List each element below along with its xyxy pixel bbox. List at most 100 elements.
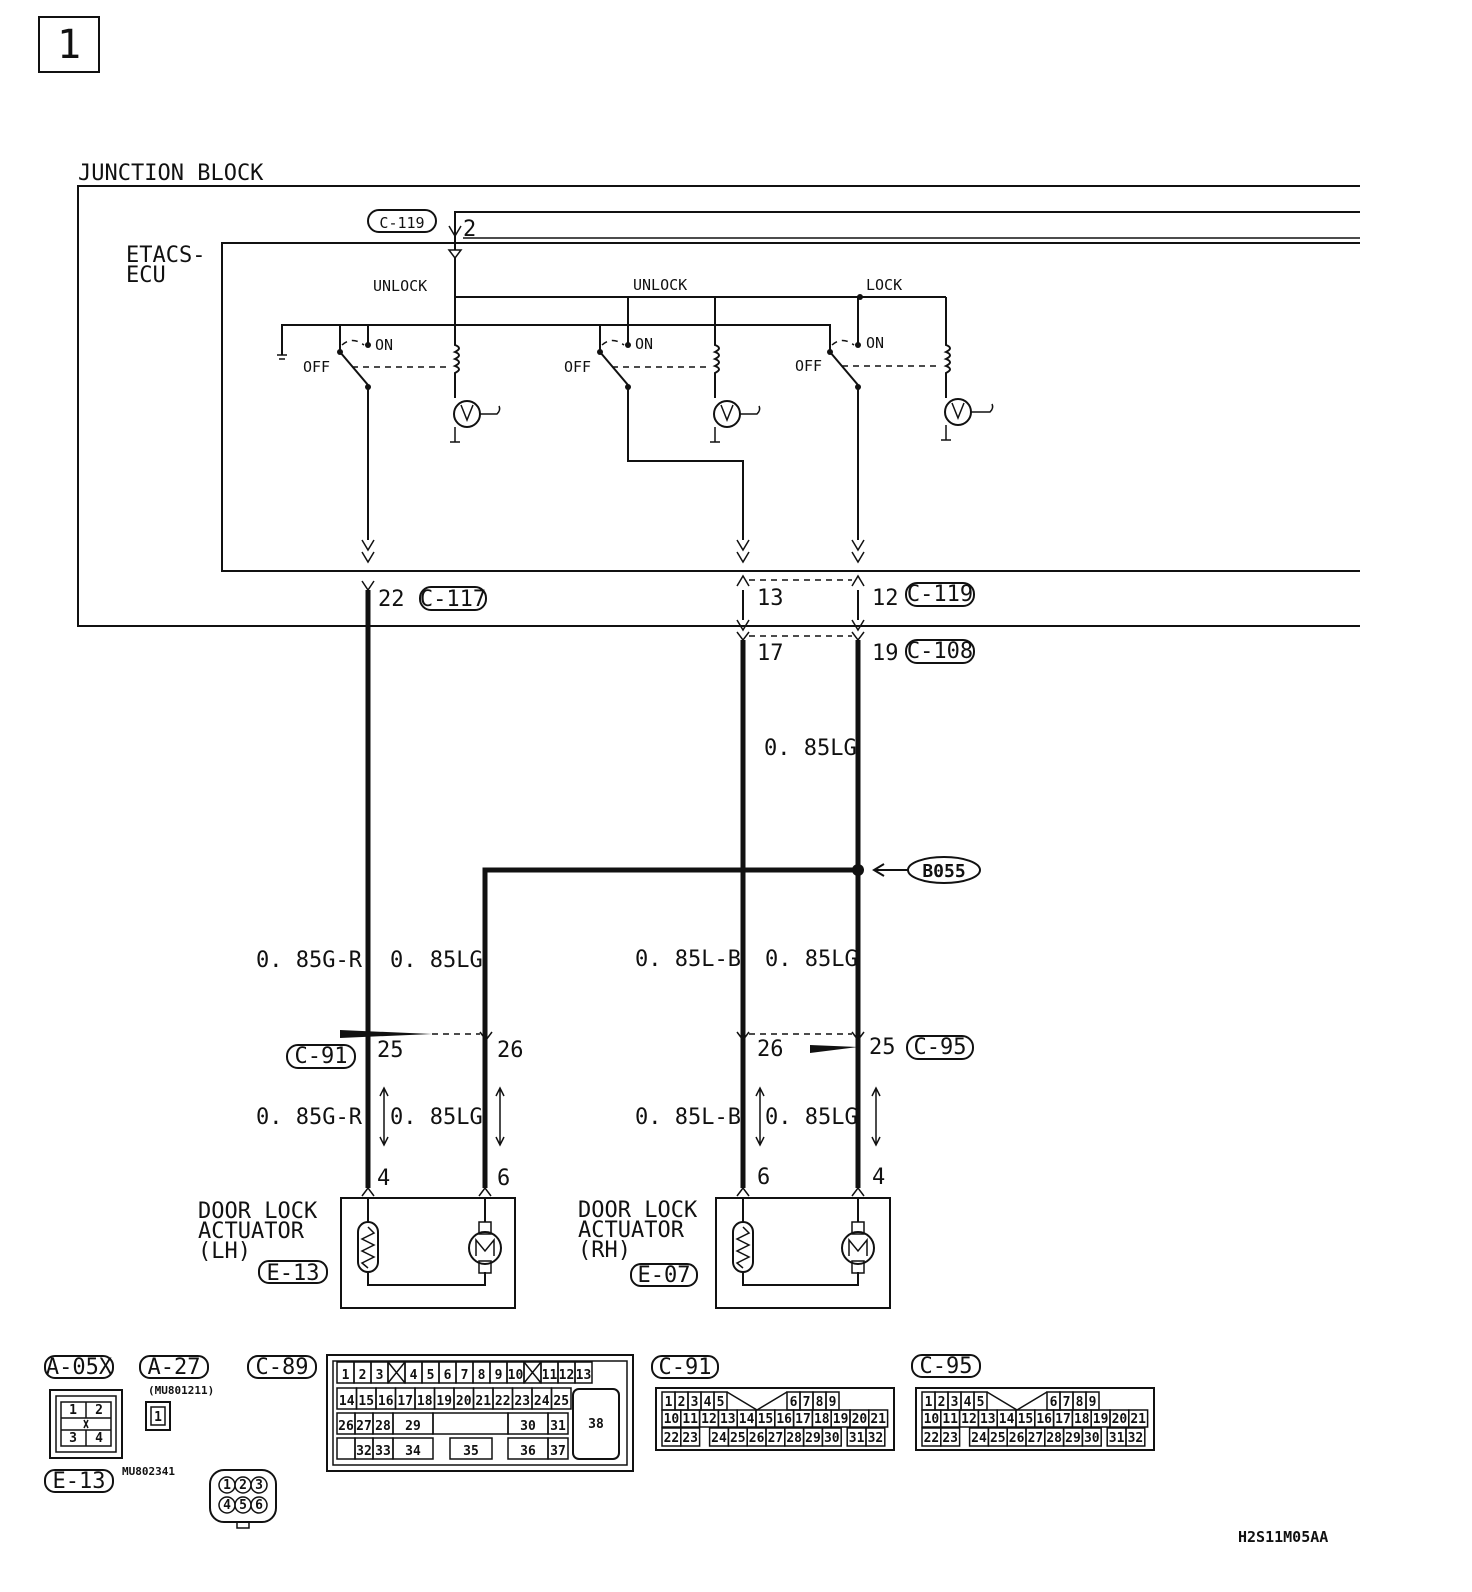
connector-pin-number: 13 (980, 1412, 996, 1427)
connector-pin-number: 14 (999, 1412, 1015, 1427)
part-number-e13: MU802341 (122, 1465, 175, 1478)
relay-2-on-contact (625, 342, 631, 348)
etacs-ecu-outline (221, 242, 1360, 572)
connector-pin-number: 22 (924, 1431, 940, 1446)
connector-c95-face (915, 1387, 1155, 1451)
ecu-label-line2: ECU (126, 263, 166, 288)
relay-3-on-contact (855, 342, 861, 348)
actuator-rh-motor-terminal-top (851, 1221, 865, 1235)
wire-label-g-r-2: 0. 85G-R (256, 1105, 363, 1130)
connector-pin-number: 1 (665, 1395, 673, 1410)
pin-6-rh-label: 6 (757, 1165, 770, 1190)
connector-pin-cell (940, 1427, 961, 1447)
connector-pin-number: 5 (717, 1395, 725, 1410)
pin-4-lh-label: 4 (377, 1166, 390, 1191)
relay-1-unlock-label: UNLOCK (373, 277, 427, 295)
relay-1-output-pin (361, 539, 375, 564)
actuator-lh-line3: (LH) (198, 1239, 251, 1264)
relay-1-actuation-link-a (341, 339, 365, 346)
relay-1-transistor (453, 400, 481, 428)
connector-pin-number: 37 (550, 1444, 566, 1459)
connector-pin-number: 9 (829, 1395, 837, 1410)
connector-key-notch (726, 1391, 788, 1411)
connector-tag-c95-ref (911, 1354, 981, 1378)
splice-point (852, 864, 864, 876)
connector-pin-number: 18 (1074, 1412, 1090, 1427)
connector-pin-number: 30 (824, 1431, 840, 1446)
pin-25-left-label: 25 (377, 1038, 404, 1063)
connector-a27-label: A-27 (148, 1355, 201, 1380)
connector-tag-a05x (44, 1355, 114, 1379)
connector-blank-cavity (523, 1361, 542, 1384)
connector-pin-number: 3 (691, 1395, 699, 1410)
current-arrow-lh-left (379, 1086, 389, 1147)
relay-2-actuation-link-a (601, 339, 625, 346)
connector-tag-e13 (258, 1260, 328, 1284)
wire-lh-lg-branch (482, 867, 858, 1188)
connector-pin-number: 34 (405, 1444, 421, 1459)
c91-pointer (340, 1030, 432, 1038)
connector-pin-number: 23 (514, 1394, 530, 1409)
relay-1-transistor-symbol (460, 404, 501, 423)
actuator-lh-line2: ACTUATOR (198, 1219, 305, 1244)
connector-pin-number: 7 (1063, 1395, 1071, 1410)
connector-c117-label: C-117 (420, 587, 486, 612)
connector-pin-number: 22 (495, 1394, 511, 1409)
connector-pin-number: 23 (682, 1431, 698, 1446)
connector-pin-cell (250, 1476, 268, 1494)
connector-pin-number: 11 (942, 1412, 958, 1427)
connector-pin-number: 32 (868, 1431, 884, 1446)
relay-2-unlock-label: UNLOCK (633, 276, 687, 294)
figure-code: H2S11M05AA (1238, 1528, 1328, 1546)
connector-c89-label: C-89 (256, 1355, 309, 1380)
connector-pin-number: 15 (358, 1394, 374, 1409)
connector-pin-cell (1128, 1409, 1149, 1428)
connector-a27-face (145, 1401, 171, 1431)
connector-pin-number: 28 (1046, 1431, 1062, 1446)
connector-pin-number: 24 (534, 1394, 550, 1409)
connector-pin-number: 11 (682, 1412, 698, 1427)
c95-pointer (810, 1045, 858, 1053)
connector-pin-number: 14 (339, 1394, 355, 1409)
wire-label-g-r-1: 0. 85G-R (256, 948, 363, 973)
actuator-rh-line1: DOOR LOCK (578, 1198, 698, 1223)
connector-c95-label: C-95 (914, 1035, 967, 1060)
connector-pin-number: 13 (576, 1368, 592, 1383)
connector-pin-number: 18 (814, 1412, 830, 1427)
connector-pin-number: 29 (805, 1431, 821, 1446)
connector-tag-c117 (419, 586, 487, 611)
connector-pin-cell (1081, 1427, 1102, 1447)
connector-pin-number: 6 (790, 1395, 798, 1410)
connector-tag-e13-ref (44, 1469, 114, 1493)
pin-26-right-label: 26 (757, 1037, 784, 1062)
relay-3-actuation-link-a (831, 339, 855, 346)
connector-pin-number: 21 (870, 1412, 886, 1427)
connector-pin-number: 25 (730, 1431, 746, 1446)
relay-1-on-contact (365, 342, 371, 348)
actuator-rh-line2: ACTUATOR (578, 1218, 685, 1243)
connector-pin-number: 6 (255, 1498, 263, 1513)
connector-pin-number: 17 (795, 1412, 811, 1427)
motor-lh-icon (468, 1231, 502, 1265)
connector-pin-cell (449, 1437, 493, 1460)
c91-pin-mark (479, 1031, 493, 1042)
connector-e13-label: E-13 (267, 1261, 320, 1286)
actuator-rh-line3: (RH) (578, 1238, 631, 1263)
connector-a27-pin: 1 (154, 1410, 162, 1425)
connector-pin-number: 22 (664, 1431, 680, 1446)
connector-pin-number: 26 (1009, 1431, 1025, 1446)
connector-pin-number: 3 (951, 1395, 959, 1410)
connector-c119-bottom-label: C-119 (907, 582, 973, 607)
connector-a05x-grid (60, 1401, 112, 1447)
connector-pin-number: 36 (520, 1444, 536, 1459)
actuator-rh-motor-terminal-bottom (851, 1260, 865, 1274)
connector-c89-blank-area (432, 1412, 509, 1435)
connector-pin-number: 29 (405, 1419, 421, 1434)
connector-pin-number: 31 (1109, 1431, 1125, 1446)
connector-pin-number: 10 (664, 1412, 680, 1427)
connector-c95-ref-label: C-95 (920, 1354, 973, 1379)
connector-pin-number: 6 (1050, 1395, 1058, 1410)
